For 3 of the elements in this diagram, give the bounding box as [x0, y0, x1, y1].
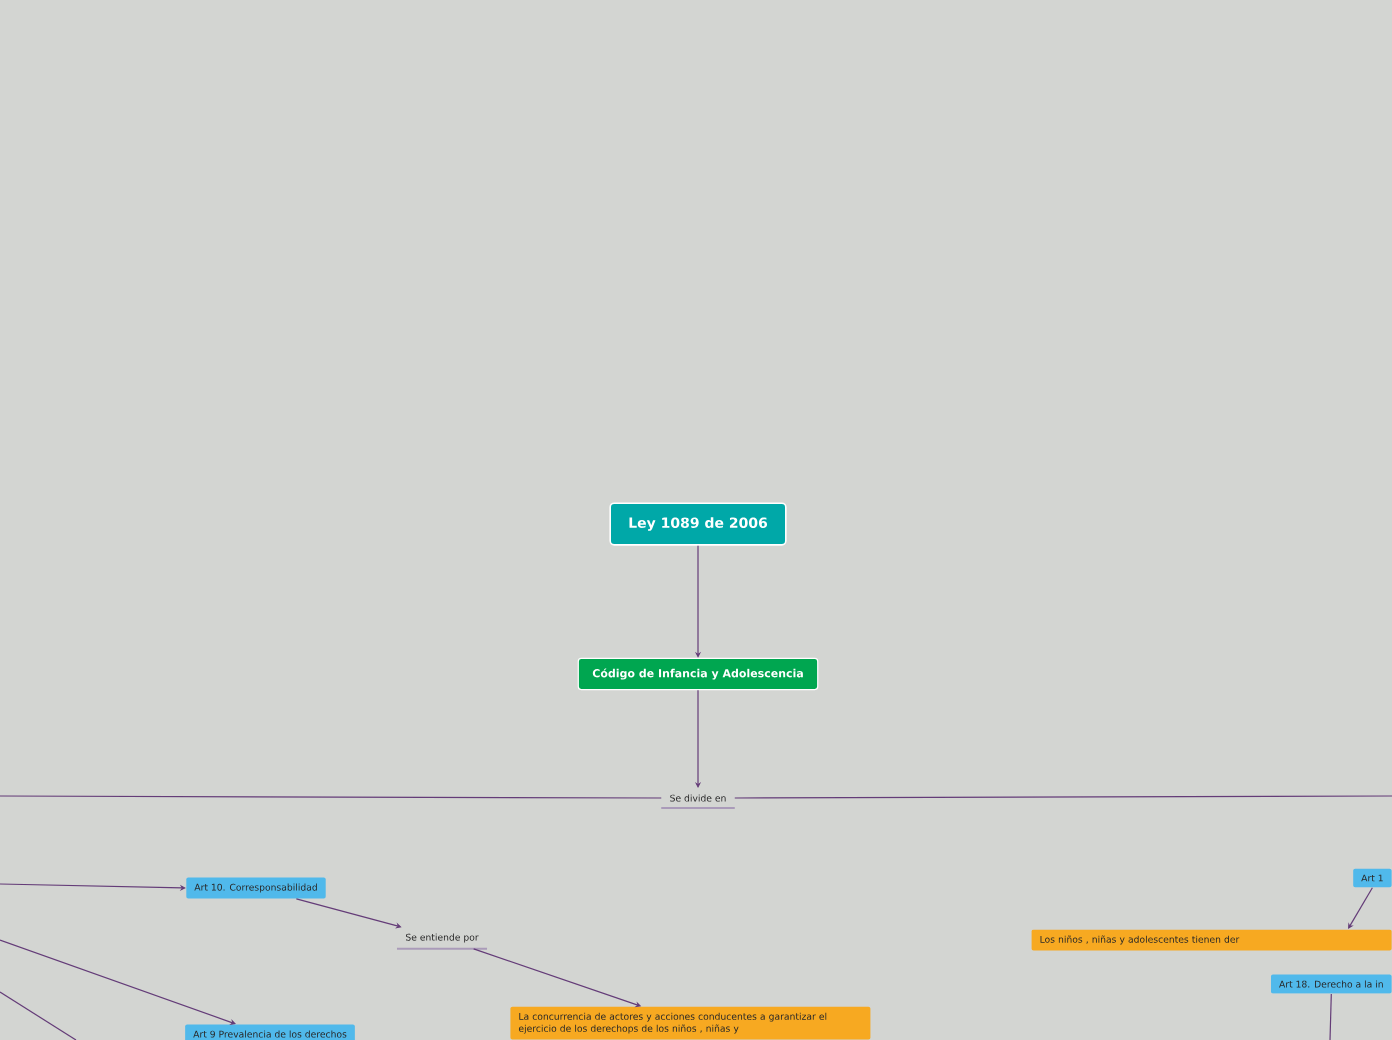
arrow: [0, 883, 186, 891]
arrow: [295, 898, 402, 929]
arrow: [0, 939, 236, 1025]
